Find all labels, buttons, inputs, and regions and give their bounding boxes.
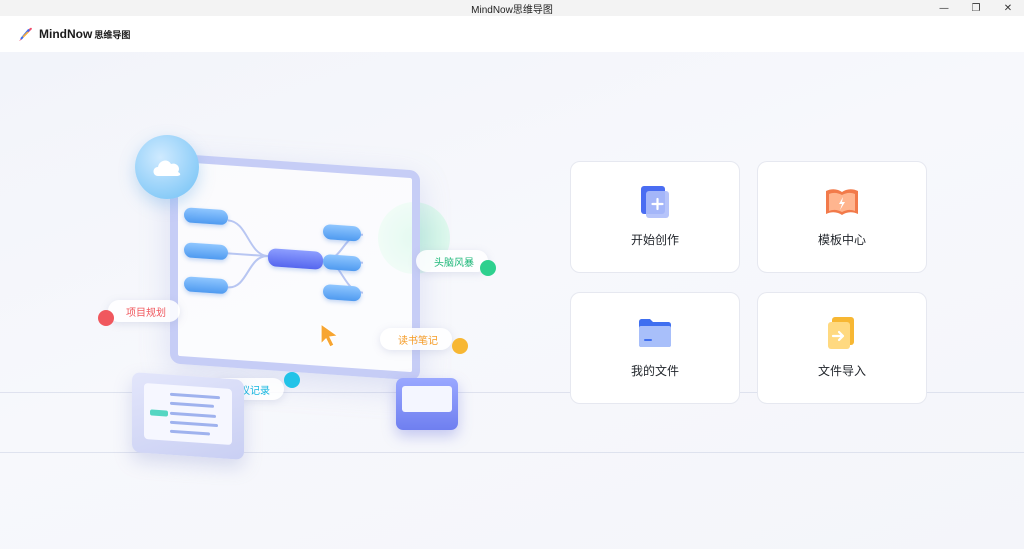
card-label: 文件导入: [817, 364, 866, 378]
tag-label: 项目规划: [126, 307, 166, 319]
restore-button[interactable]: ❐: [971, 2, 981, 14]
tag-dot: [284, 372, 300, 388]
tag-project-planning: 项目规划: [108, 300, 180, 322]
mindmap-center-node: [268, 248, 323, 270]
tag-reading-notes: 读书笔记: [380, 328, 452, 350]
close-button[interactable]: ✕: [1003, 2, 1013, 14]
document-line: [170, 420, 218, 428]
file-import-card[interactable]: 文件导入: [757, 292, 927, 404]
tag-dot: [98, 310, 114, 326]
tag-label: 读书笔记: [398, 335, 438, 347]
document-line: [170, 411, 216, 418]
brand-name: MindNow: [39, 27, 93, 41]
tag-brainstorm: 头脑风暴: [416, 250, 488, 272]
card-label: 模板中心: [817, 233, 866, 247]
window-title: MindNow思维导图: [471, 4, 553, 16]
mindmap-node: [323, 253, 361, 272]
document-highlight: [150, 409, 168, 417]
pointer-cursor-icon: [320, 322, 340, 348]
tag-label: 会议记录: [230, 385, 270, 397]
app-header: MindNow 思维导图: [0, 16, 1024, 52]
card-label: 我的文件: [630, 364, 679, 378]
document-line: [170, 401, 214, 408]
brand-subtitle: 思维导图: [94, 30, 131, 41]
feather-pen-icon: [19, 27, 32, 41]
start-create-card[interactable]: 开始创作: [570, 161, 740, 273]
mindmap-node: [184, 242, 228, 261]
mindmap-node: [323, 223, 361, 242]
floor-line: [0, 452, 1024, 453]
cloud-badge: [135, 135, 199, 199]
mindmap-node: [184, 276, 228, 295]
mindmap-node: [184, 207, 228, 226]
folder-icon: [637, 315, 673, 351]
window-controls: — ❐ ✕: [928, 0, 1024, 16]
minimize-button[interactable]: —: [939, 2, 949, 14]
card-label: 开始创作: [630, 233, 679, 247]
my-files-card[interactable]: 我的文件: [570, 292, 740, 404]
hero-illustration: 项目规划 头脑风暴 读书笔记 会议记录: [90, 132, 520, 472]
template-book-icon: [824, 184, 860, 220]
tag-dot: [452, 338, 468, 354]
folder-graphic: [396, 378, 458, 430]
floor-line: [0, 392, 1024, 393]
import-file-icon: [824, 315, 860, 351]
folder-paper: [402, 386, 452, 412]
window-title-bar: MindNow思维导图 — ❐ ✕: [0, 0, 1024, 16]
cloud-icon: [153, 160, 181, 176]
document-line: [170, 392, 220, 400]
tag-dot: [480, 260, 496, 276]
document-line: [170, 429, 210, 436]
document-sheet: [144, 382, 232, 446]
document-card: [132, 372, 244, 460]
new-document-icon: [637, 184, 673, 220]
home-canvas: 项目规划 头脑风暴 读书笔记 会议记录: [0, 52, 1024, 549]
mindmap-screen: [170, 153, 420, 381]
tag-label: 头脑风暴: [434, 257, 474, 269]
mindmap-node: [323, 283, 361, 302]
template-center-card[interactable]: 模板中心: [757, 161, 927, 273]
